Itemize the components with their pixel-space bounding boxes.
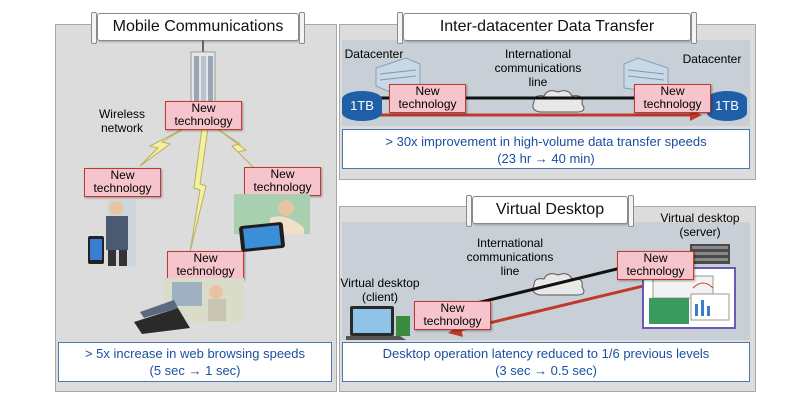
mobile-result-box: > 5x increase in web browsing speeds (5 … (58, 342, 332, 382)
mobile-panel-title: Mobile Communications (91, 12, 305, 44)
new-technology-box: New technology (165, 101, 242, 130)
cell-tower-icon (190, 40, 216, 111)
wireless-network-label: Wireless network (98, 107, 145, 135)
new-technology-box: New technology (389, 84, 466, 113)
lightning-icon (139, 127, 186, 167)
storage-right-icon: 1TB (707, 91, 747, 121)
new-technology-box: New technology (617, 251, 694, 280)
client-laptop-icon (346, 306, 410, 340)
desktop-panel-title: Virtual Desktop (466, 195, 634, 227)
virtual-desktop-server-label: Virtual desktop (server) (660, 211, 740, 239)
virtual-desktop-client-label: Virtual desktop (client) (340, 276, 420, 304)
new-technology-box: New technology (414, 301, 491, 330)
lightning-icon (189, 127, 209, 253)
datacenter-building-icon (623, 57, 669, 93)
datacenter-panel-title: Inter-datacenter Data Transfer (397, 12, 697, 44)
datacenter-result-box: > 30x improvement in high-volume data tr… (342, 129, 750, 169)
new-technology-box: New technology (244, 167, 321, 196)
new-technology-box: New technology (84, 168, 161, 197)
new-technology-box: New technology (634, 84, 711, 113)
desktop-result-box: Desktop operation latency reduced to 1/6… (342, 342, 750, 382)
person-tablet-icon (234, 194, 310, 252)
server-icon (690, 244, 730, 264)
international-line-label: International communications line (466, 236, 554, 278)
datacenter-left-label: Datacenter (344, 47, 404, 61)
storage-left-icon: 1TB (342, 91, 382, 121)
lightning-icon (215, 127, 255, 169)
new-technology-box: New technology (167, 251, 244, 280)
cloud-icon (532, 90, 585, 113)
person-laptop-icon (134, 278, 244, 334)
datacenter-right-label: Datacenter (682, 52, 742, 66)
person-smartphone-icon (88, 200, 136, 266)
international-line-label: International communications line (494, 47, 582, 89)
